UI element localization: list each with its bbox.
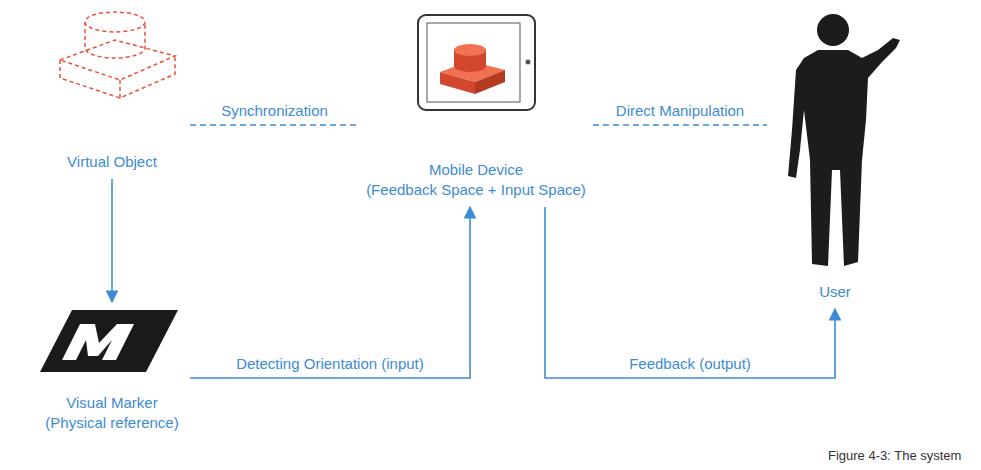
node-title: Visual Marker	[66, 393, 157, 413]
figure-caption: Figure 4-3: The system	[828, 448, 961, 464]
node-title: Mobile Device	[429, 160, 523, 180]
user-node: User	[770, 0, 900, 306]
node-subtitle: (Physical reference)	[45, 413, 178, 433]
virtual-object-node: Virtual Object	[37, 10, 187, 176]
node-title: Virtual Object	[67, 152, 157, 172]
edge-label: Feedback (output)	[626, 355, 754, 373]
arrow-connector	[190, 207, 470, 378]
edge-label: Detecting Orientation (input)	[233, 355, 427, 373]
node-subtitle: (Feedback Space + Input Space)	[366, 180, 586, 200]
visual-marker-node: Visual Marker(Physical reference)	[37, 305, 187, 437]
dashed-connector	[593, 124, 767, 126]
node-title: User	[819, 282, 851, 302]
mobile-device-node: Mobile Device(Feedback Space + Input Spa…	[362, 10, 590, 204]
edge-label: Direct Manipulation	[613, 102, 747, 120]
edge-label: Synchronization	[218, 102, 331, 120]
dashed-connector	[190, 124, 359, 126]
tablet-device	[418, 15, 535, 110]
visual-marker	[40, 310, 178, 372]
wireframe-object	[60, 12, 175, 98]
arrow-connector	[111, 179, 113, 302]
arrow-connector	[545, 207, 835, 378]
user-silhouette	[788, 14, 900, 266]
